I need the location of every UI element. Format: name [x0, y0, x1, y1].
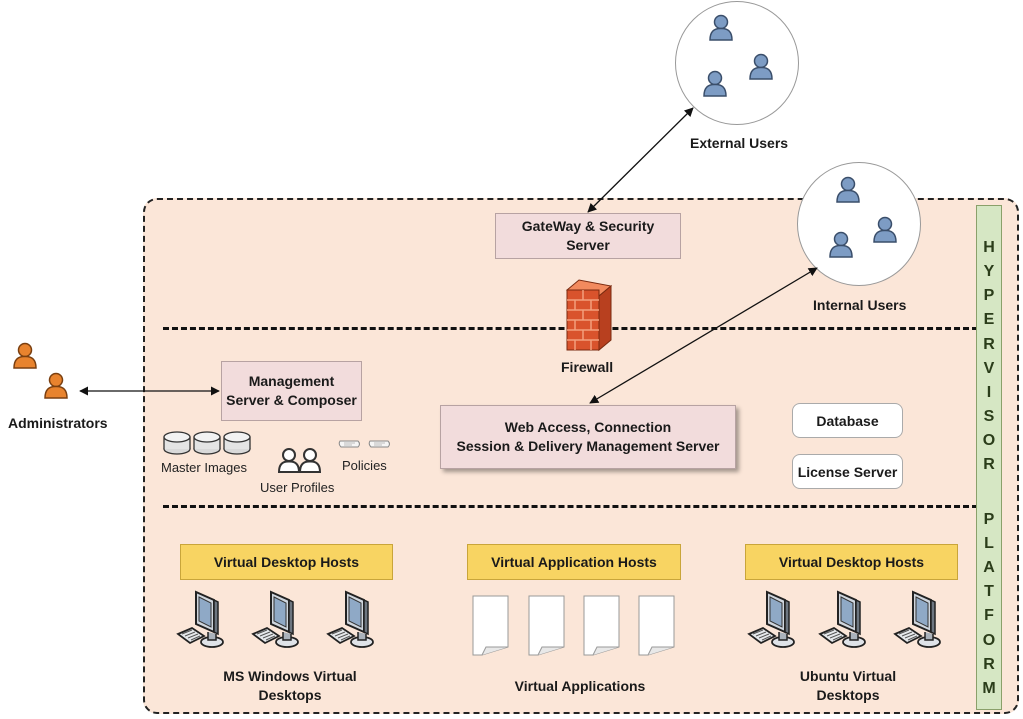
hypervisor-platform-bar: H Y P E R V I S O R P L A T F O R M	[976, 205, 1002, 710]
platform-letter: A	[983, 559, 995, 577]
hypervisor-letter: Y	[983, 263, 995, 281]
gateway-security-server: GateWay & Security Server	[495, 213, 681, 259]
windows-caption-line1: MS Windows Virtual	[223, 668, 357, 684]
management-label-line1: Management	[248, 373, 335, 389]
database-box: Database	[792, 403, 903, 438]
platform-letter: M	[982, 679, 996, 697]
hypervisor-letter: R	[983, 335, 995, 353]
platform-letter: T	[984, 583, 994, 601]
master-images-label: Master Images	[161, 460, 247, 475]
application-hosts: Virtual Application Hosts	[467, 544, 681, 580]
ubuntu-caption-line2: Desktops	[816, 687, 880, 703]
hypervisor-letter: S	[983, 408, 995, 426]
hypervisor-letter: E	[983, 311, 995, 329]
web-access-delivery-server: Web Access, Connection Session & Deliver…	[440, 405, 736, 469]
external-to-gateway-arrow	[587, 107, 694, 213]
administrators-label: Administrators	[8, 415, 108, 431]
windows-desktops-caption: MS Windows Virtual Desktops	[200, 667, 380, 705]
platform-letter: L	[984, 534, 994, 552]
internal-to-webaccess-arrow	[589, 267, 818, 404]
host-zone-divider	[163, 505, 978, 508]
platform-letter: O	[982, 631, 996, 649]
external-users-label: External Users	[690, 135, 789, 151]
management-label-line2: Server & Composer	[226, 392, 357, 408]
internal-users-label: Internal Users	[813, 297, 907, 313]
hypervisor-letter: I	[986, 383, 992, 401]
policies-label: Policies	[342, 458, 387, 473]
platform-letter: P	[983, 510, 995, 528]
hypervisor-letter: V	[983, 359, 995, 377]
platform-letter: F	[984, 607, 994, 625]
hypervisor-letter: R	[983, 456, 995, 474]
web-access-label-line2: Session & Delivery Management Server	[456, 438, 720, 454]
hypervisor-letter: H	[983, 239, 995, 256]
platform-letter: R	[983, 655, 995, 673]
windows-desktop-hosts: Virtual Desktop Hosts	[180, 544, 393, 580]
ubuntu-desktop-hosts: Virtual Desktop Hosts	[745, 544, 958, 580]
ubuntu-caption-line1: Ubuntu Virtual	[799, 668, 897, 684]
windows-caption-line2: Desktops	[258, 687, 322, 703]
management-server-composer: Management Server & Composer	[221, 361, 362, 421]
external-users-group	[675, 1, 799, 125]
gateway-label-line2: Server	[566, 237, 610, 253]
gateway-label-line1: GateWay & Security	[521, 218, 655, 234]
ubuntu-desktops-caption: Ubuntu Virtual Desktops	[773, 667, 923, 705]
virtual-applications-caption: Virtual Applications	[514, 678, 646, 694]
hypervisor-letter: P	[983, 287, 995, 305]
hypervisor-letter: O	[982, 432, 996, 450]
user-profiles-label: User Profiles	[260, 480, 335, 495]
license-server-box: License Server	[792, 454, 903, 489]
internal-users-group	[797, 162, 921, 286]
web-access-label-line1: Web Access, Connection	[504, 419, 672, 435]
